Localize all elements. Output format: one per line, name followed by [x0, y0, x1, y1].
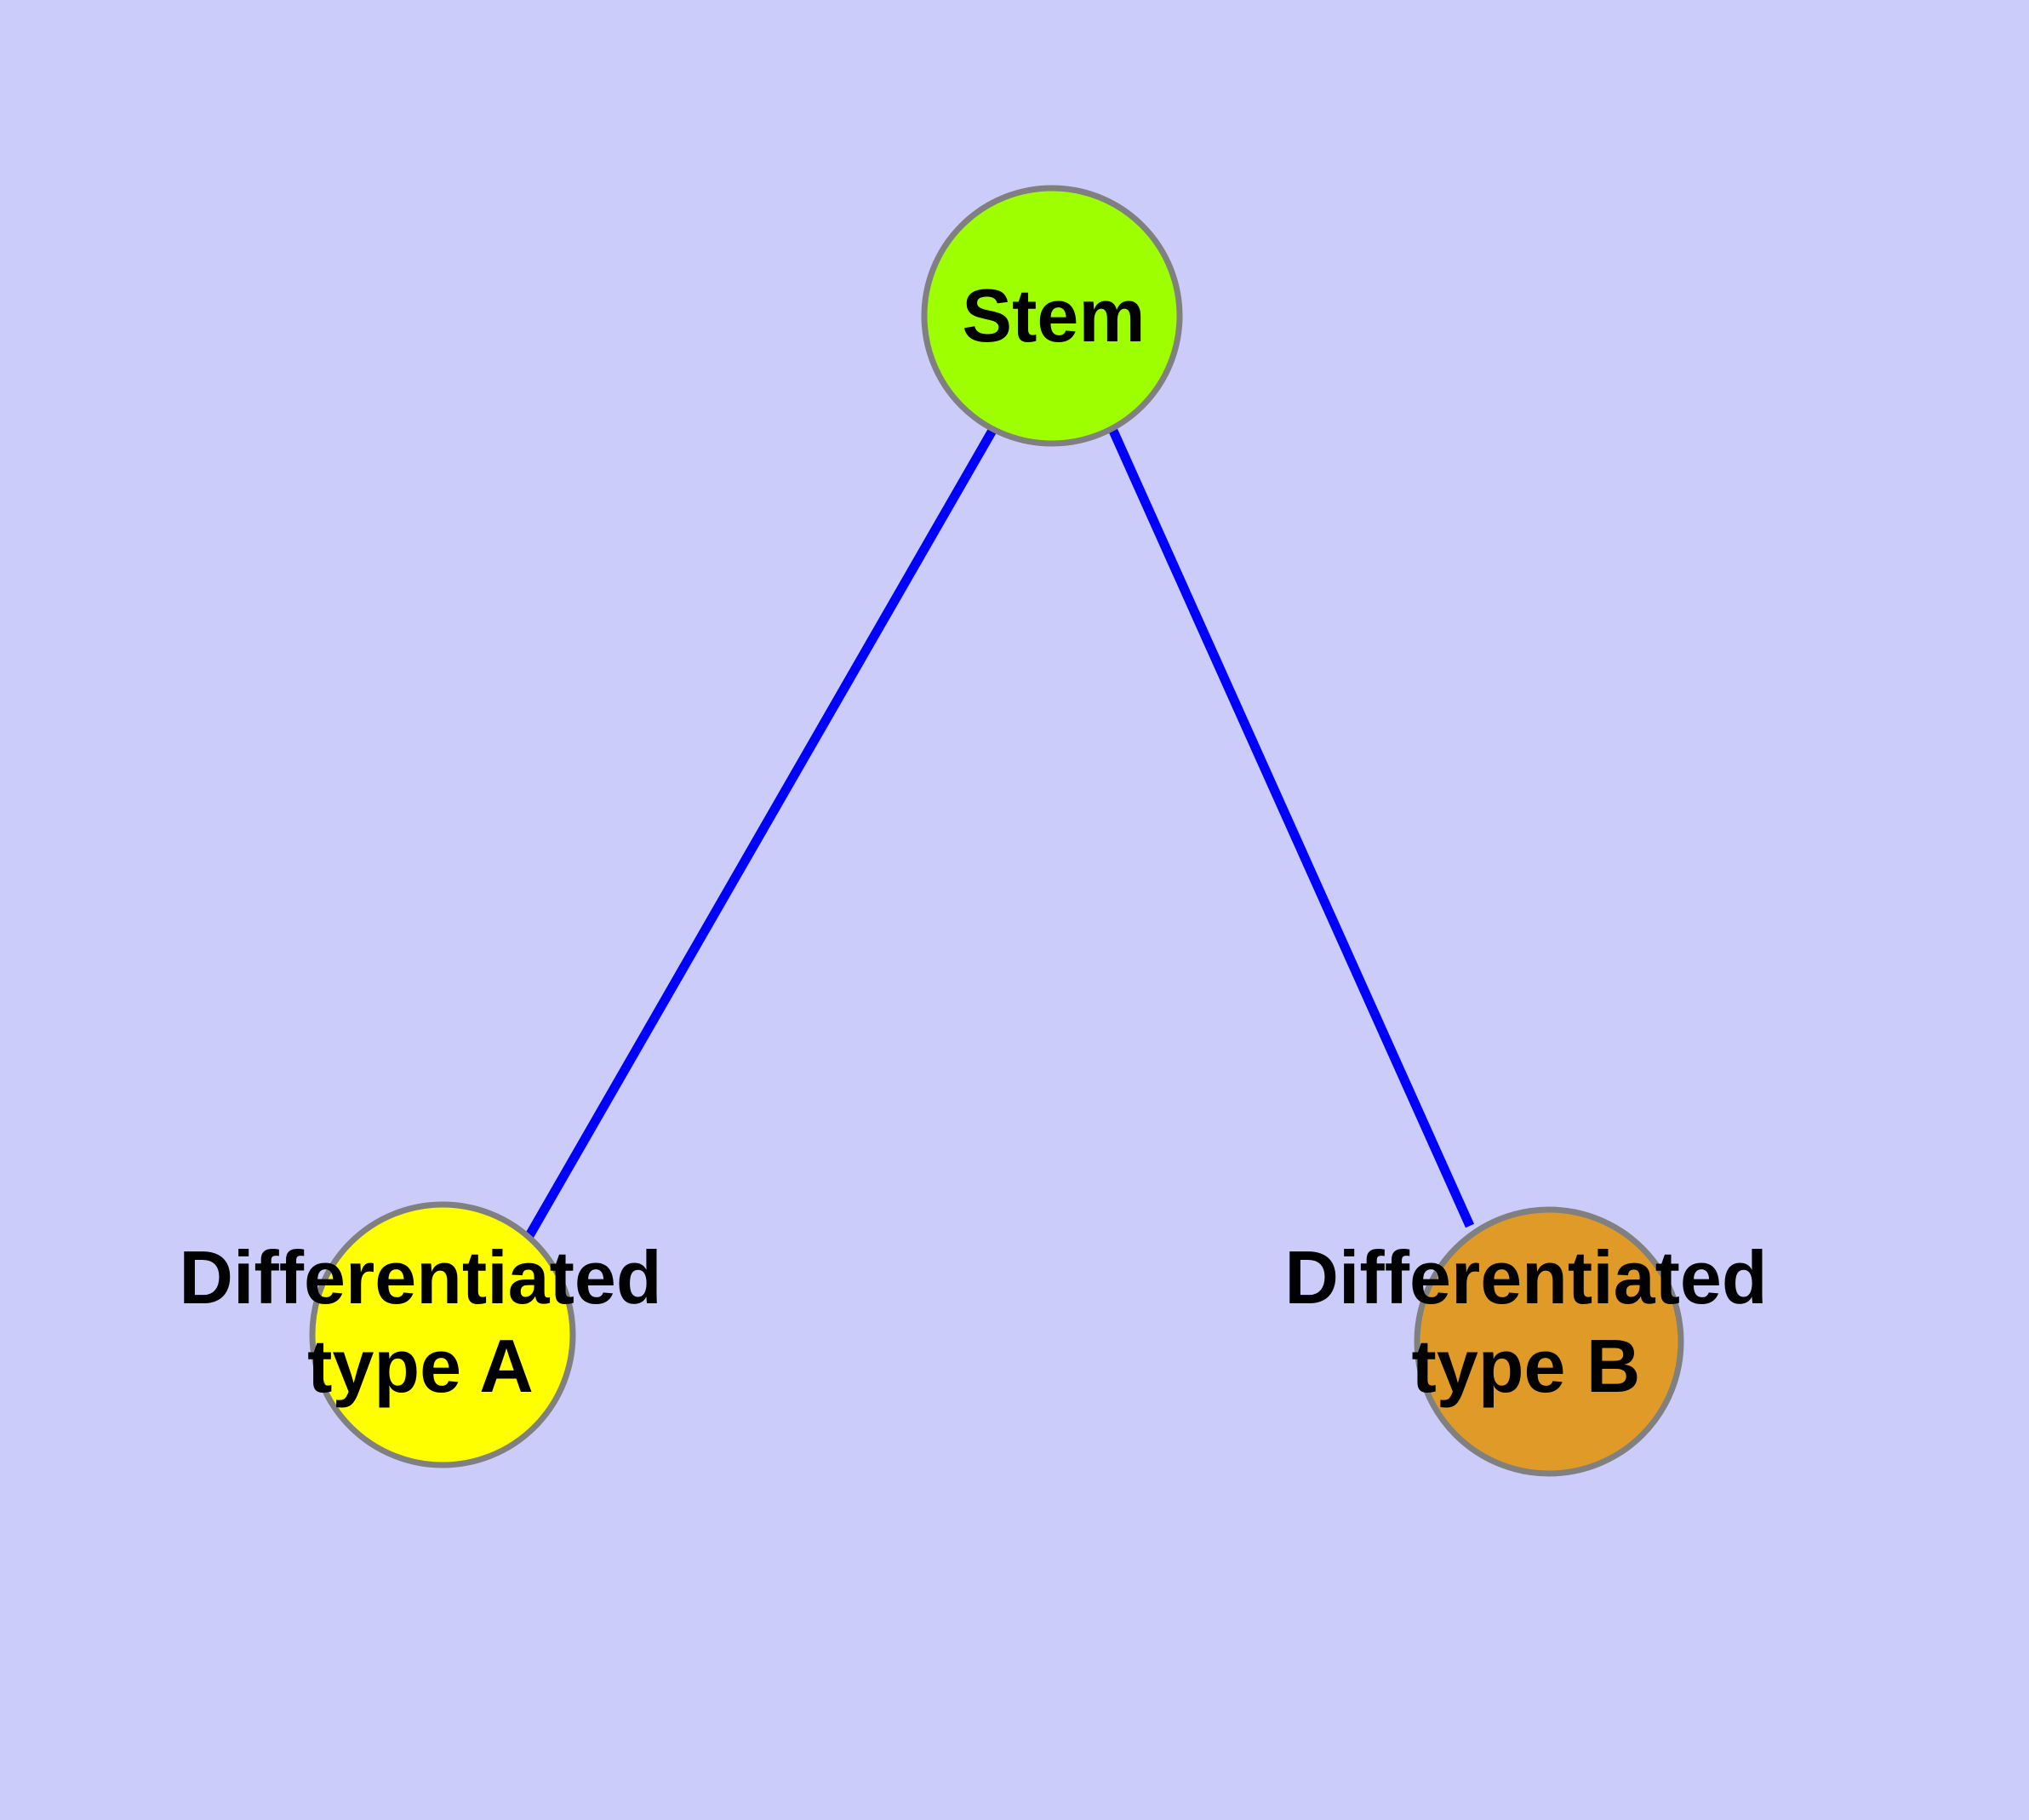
node-differentiated-type-a-circle[interactable]	[309, 1201, 576, 1468]
edge-stem-to-diff-b[interactable]	[1108, 428, 1475, 1228]
label-line: type B	[1412, 1324, 1641, 1408]
node-stem-circle[interactable]	[921, 185, 1183, 447]
label-line: Stem	[962, 273, 1145, 358]
edge-layer	[523, 426, 1475, 1241]
node-differentiated-type-b-circle[interactable]	[1414, 1206, 1684, 1477]
node-stem[interactable]	[921, 185, 1183, 447]
node-differentiated-type-a[interactable]	[309, 1201, 576, 1468]
node-differentiated-type-b[interactable]	[1414, 1206, 1684, 1477]
label-line: Differentiated	[1284, 1235, 1767, 1319]
edge-stem-to-diff-a[interactable]	[523, 426, 997, 1241]
label-line: Differentiated	[179, 1235, 661, 1319]
node-stem-label: Stem	[962, 273, 1145, 358]
label-line: type A	[307, 1324, 534, 1408]
node-layer	[309, 185, 1684, 1477]
